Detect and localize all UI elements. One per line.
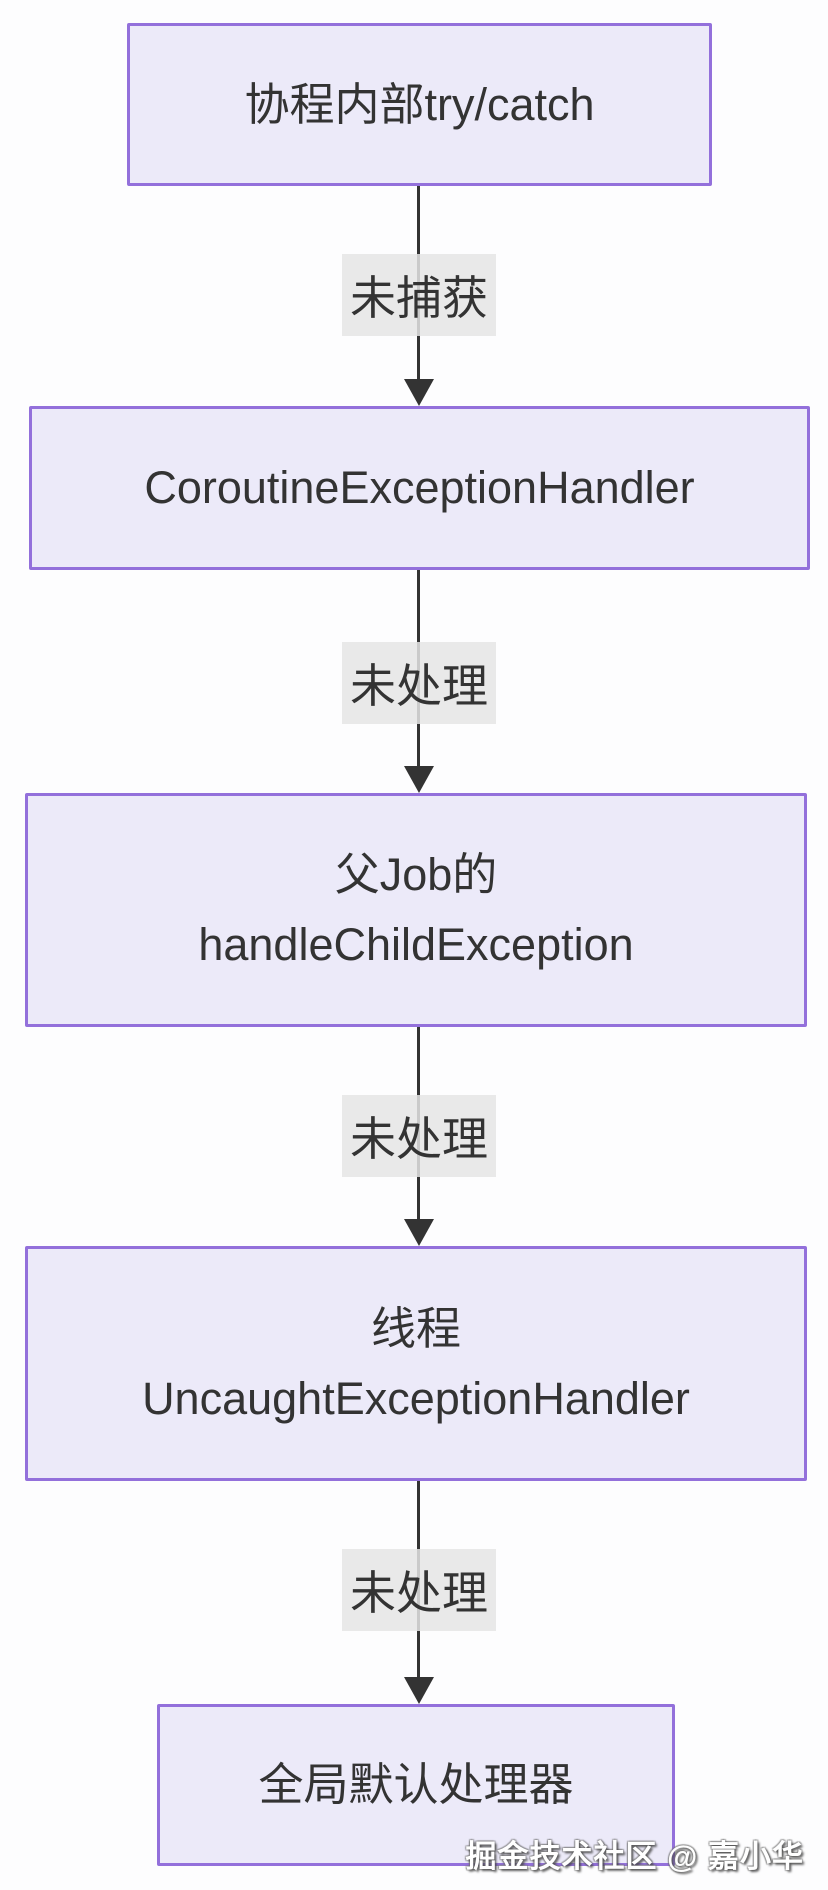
node-label: 全局默认处理器 bbox=[258, 1759, 574, 1811]
flow-node-coroutine-exception-handler: CoroutineExceptionHandler bbox=[29, 406, 810, 570]
arrow-down-icon bbox=[404, 766, 434, 793]
flow-node-parent-job-handle-child-exception: 父Job的 handleChildException bbox=[25, 793, 807, 1027]
edge-label-unhandled: 未处理 bbox=[342, 1549, 496, 1631]
edge-label-unhandled: 未处理 bbox=[342, 1095, 496, 1177]
node-label: 协程内部try/catch bbox=[244, 78, 595, 130]
edge-label-unhandled: 未处理 bbox=[342, 642, 496, 724]
flow-node-coroutine-try-catch: 协程内部try/catch bbox=[127, 23, 712, 186]
arrow-down-icon bbox=[404, 1219, 434, 1246]
flow-node-global-default-handler: 全局默认处理器 bbox=[157, 1704, 675, 1866]
arrow-down-icon bbox=[404, 379, 434, 406]
flow-node-thread-uncaught-exception-handler: 线程 UncaughtExceptionHandler bbox=[25, 1246, 807, 1481]
node-label: CoroutineExceptionHandler bbox=[144, 462, 695, 514]
node-label: 父Job的 bbox=[334, 849, 498, 901]
arrow-down-icon bbox=[404, 1677, 434, 1704]
node-label: UncaughtExceptionHandler bbox=[142, 1372, 690, 1424]
node-label: 线程 bbox=[370, 1302, 461, 1354]
edge-label-uncaught: 未捕获 bbox=[342, 254, 496, 336]
node-label: handleChildException bbox=[198, 919, 634, 970]
watermark: 掘金技术社区 @ 嘉小华 bbox=[465, 1839, 804, 1874]
